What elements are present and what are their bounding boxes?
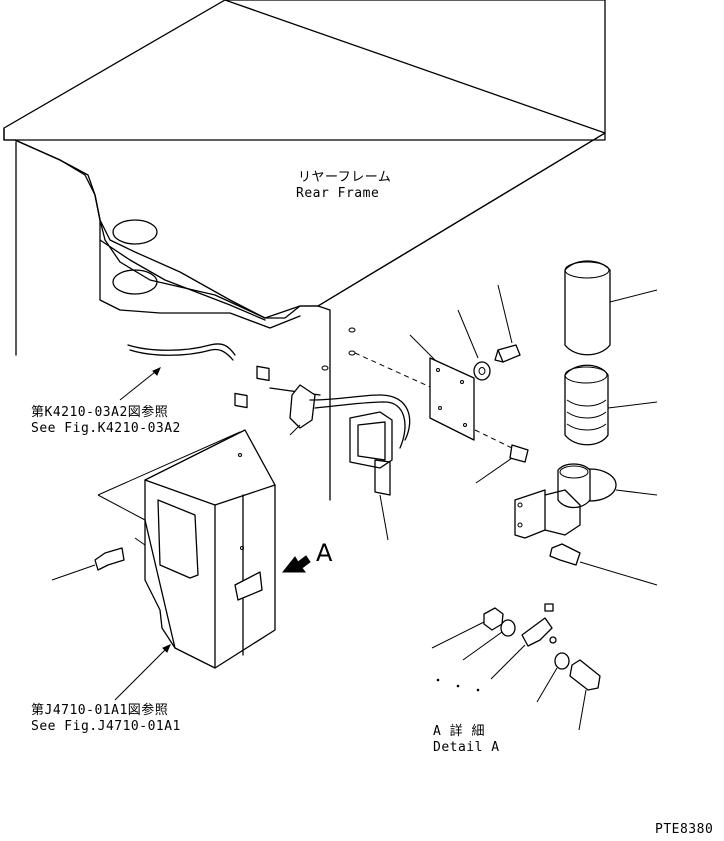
reference-k4210-en: See Fig.K4210-03A2: [31, 421, 181, 436]
horn-base: [514, 463, 658, 539]
reference-k4210-jp: 第K4210-03A2図参照: [31, 405, 169, 420]
reference-j4710-en: See Fig.J4710-01A1: [31, 719, 181, 734]
drawing-code: PTE8380: [655, 822, 714, 837]
box-bolt: [51, 547, 125, 581]
view-letter-a: A: [316, 539, 333, 567]
detail-a-parts: [431, 603, 601, 731]
rear-frame-label-en: Rear Frame: [296, 186, 380, 201]
view-arrow: [281, 555, 311, 573]
switch-assembly: [269, 384, 411, 541]
bolt-lower: [475, 444, 529, 484]
washer-bolt-upper: [457, 284, 521, 381]
detail-a-label-jp: A 詳 細: [433, 724, 485, 739]
detail-a-label-en: Detail A: [433, 740, 500, 755]
wire-harness: [119, 343, 270, 409]
horn-body: [564, 364, 658, 446]
reference-leaders: [114, 367, 171, 701]
horn-bolt: [549, 543, 658, 586]
frame-holes: [321, 327, 471, 406]
reference-j4710-jp: 第J4710-01A1図参照: [31, 703, 169, 718]
rear-frame-label-jp: リヤーフレーム: [298, 170, 392, 185]
rear-frame: [3, 0, 606, 501]
bracket-plate: [409, 334, 513, 449]
horn-cap: [564, 260, 658, 356]
cover-box: [97, 429, 276, 669]
